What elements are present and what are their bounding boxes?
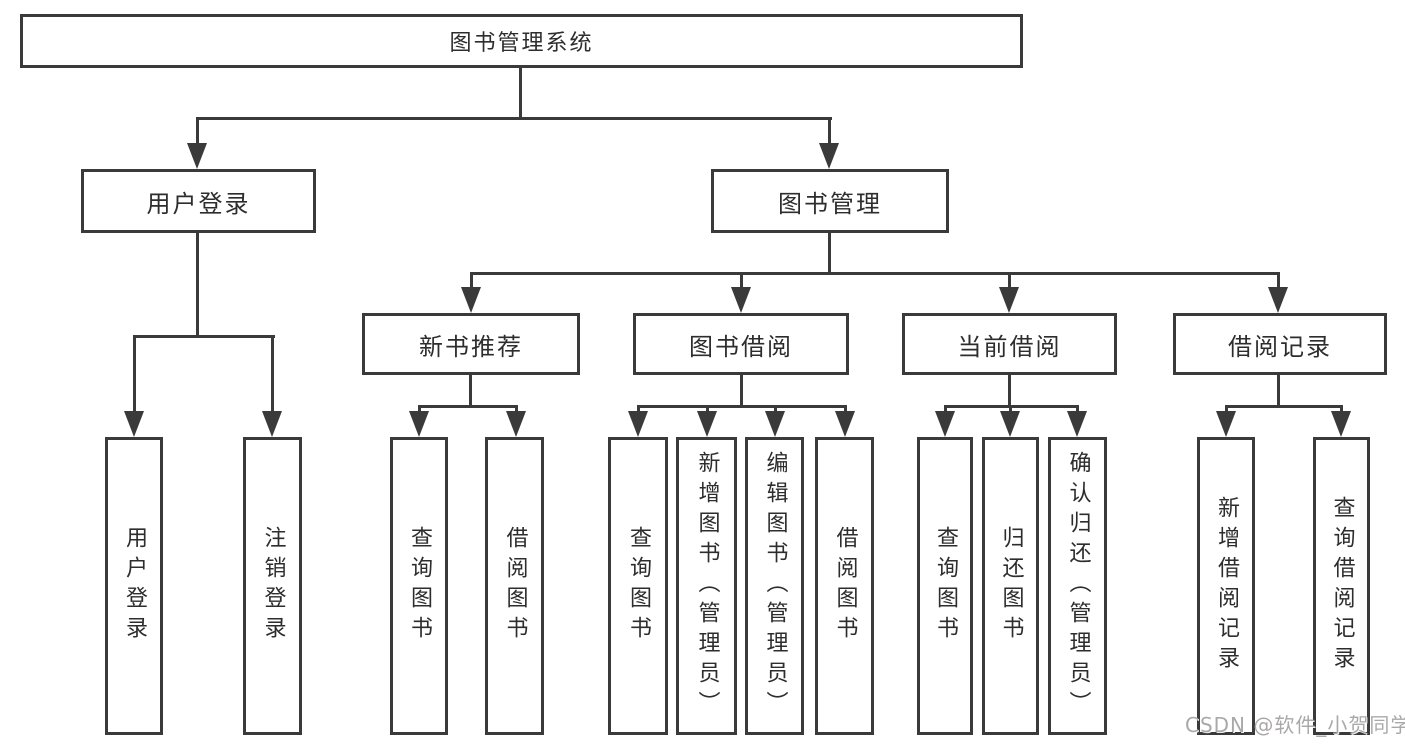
connector-root-crossbar (196, 117, 832, 120)
node-leaf-br-add-record: 新增借阅记录 (1197, 437, 1255, 735)
arrow-down-current-borrow (999, 287, 1019, 313)
node-leaf-nb-query-books: 查询图书 (390, 437, 448, 735)
node-leaf-label: 用户登录 (122, 526, 147, 646)
connector-bookmgmt-stem (828, 233, 831, 275)
connector-borrowing-drop-4 (844, 405, 847, 415)
connector-userlogin-drop-1 (133, 335, 136, 413)
node-leaf-bb-add-books-admin: 新增图书（管理员） (676, 437, 737, 735)
connector-newbook-drop-2 (515, 405, 518, 415)
arrow-down-leaf-login (124, 411, 144, 437)
connector-current-drop-1 (944, 405, 947, 415)
connector-borrowing-crossbar (637, 405, 847, 408)
node-book-management: 图书管理 (711, 169, 949, 233)
node-leaf-bb-query-books: 查询图书 (608, 437, 668, 735)
arrow-down-cb-confirm (1067, 411, 1087, 437)
connector-newbook-stem (469, 375, 472, 408)
connector-bookmgmt-drop-1 (470, 272, 473, 290)
connector-records-drop-2 (1340, 405, 1343, 415)
node-leaf-label: 借阅图书 (832, 526, 858, 646)
connector-userlogin-drop-2 (271, 335, 274, 413)
arrow-down-nb-query (409, 411, 429, 437)
connector-bookmgmt-drop-2 (740, 272, 743, 290)
node-leaf-label: 查询图书 (626, 526, 651, 646)
connector-newbook-crossbar (418, 405, 518, 408)
connector-newbook-drop-1 (418, 405, 421, 415)
node-leaf-label: 查询图书 (933, 526, 958, 646)
node-new-book-recommend: 新书推荐 (362, 313, 580, 375)
arrow-down-book-borrow (731, 287, 751, 313)
connector-root-drop-right (828, 117, 831, 147)
connector-userlogin-stem (196, 233, 199, 338)
node-leaf-logout: 注销登录 (243, 437, 302, 735)
node-leaf-nb-borrow-books: 借阅图书 (485, 437, 544, 735)
node-leaf-br-query-record: 查询借阅记录 (1313, 437, 1370, 735)
arrow-down-new-books (461, 287, 481, 313)
connector-records-stem (1277, 375, 1280, 408)
arrow-down-leaf-logout (262, 411, 282, 437)
connector-bookmgmt-crossbar (470, 272, 1280, 275)
node-borrowing-records: 借阅记录 (1173, 313, 1387, 375)
node-leaf-cb-return-books: 归还图书 (982, 437, 1039, 735)
connector-root-stem (519, 68, 522, 120)
connector-current-drop-2 (1009, 405, 1012, 415)
arrow-down-br-query (1331, 411, 1351, 437)
arrow-down-cb-query (935, 411, 955, 437)
connector-borrowing-drop-3 (774, 405, 777, 415)
connector-borrowing-stem (740, 375, 743, 408)
connector-borrowing-drop-1 (637, 405, 640, 415)
connector-records-drop-1 (1225, 405, 1228, 415)
connector-bookmgmt-drop-4 (1277, 272, 1280, 290)
arrow-down-nb-borrow (506, 411, 526, 437)
csdn-watermark: CSDN @软件_小贺同学 (1185, 713, 1405, 737)
node-leaf-label: 新增图书（管理员） (694, 451, 720, 721)
arrow-down-book-management (819, 143, 839, 169)
node-current-borrowing: 当前借阅 (902, 313, 1117, 375)
arrow-down-bb-borrow (835, 411, 855, 437)
node-leaf-label: 查询借阅记录 (1329, 496, 1355, 676)
connector-bookmgmt-drop-3 (1008, 272, 1011, 290)
node-leaf-label: 新增借阅记录 (1214, 496, 1239, 676)
arrow-down-bb-add (697, 411, 717, 437)
arrow-down-bb-edit (765, 411, 785, 437)
arrow-down-cb-return (1000, 411, 1020, 437)
node-leaf-user-login: 用户登录 (105, 437, 163, 735)
node-leaf-bb-edit-books-admin: 编辑图书（管理员） (745, 437, 804, 735)
node-leaf-label: 借阅图书 (502, 526, 528, 646)
node-leaf-label: 确认归还（管理员） (1065, 451, 1091, 721)
arrow-down-borrow-records (1268, 287, 1288, 313)
node-root-system: 图书管理系统 (20, 14, 1023, 68)
connector-root-drop-left (196, 117, 199, 147)
node-leaf-bb-borrow-books: 借阅图书 (815, 437, 874, 735)
connector-current-drop-3 (1076, 405, 1079, 415)
node-leaf-label: 编辑图书（管理员） (762, 451, 788, 721)
arrow-down-br-add (1216, 411, 1236, 437)
node-leaf-label: 注销登录 (260, 526, 286, 646)
connector-userlogin-crossbar (133, 335, 275, 338)
node-book-borrowing: 图书借阅 (633, 313, 849, 375)
node-leaf-cb-query-books: 查询图书 (917, 437, 973, 735)
node-user-login: 用户登录 (81, 169, 316, 233)
node-leaf-label: 查询图书 (407, 526, 432, 646)
connector-current-stem (1008, 375, 1011, 408)
connector-records-crossbar (1225, 405, 1343, 408)
connector-borrowing-drop-2 (706, 405, 709, 415)
arrow-down-user-login (187, 143, 207, 169)
node-leaf-label: 归还图书 (998, 526, 1024, 646)
node-leaf-cb-confirm-return-admin: 确认归还（管理员） (1048, 437, 1107, 735)
arrow-down-bb-query (628, 411, 648, 437)
